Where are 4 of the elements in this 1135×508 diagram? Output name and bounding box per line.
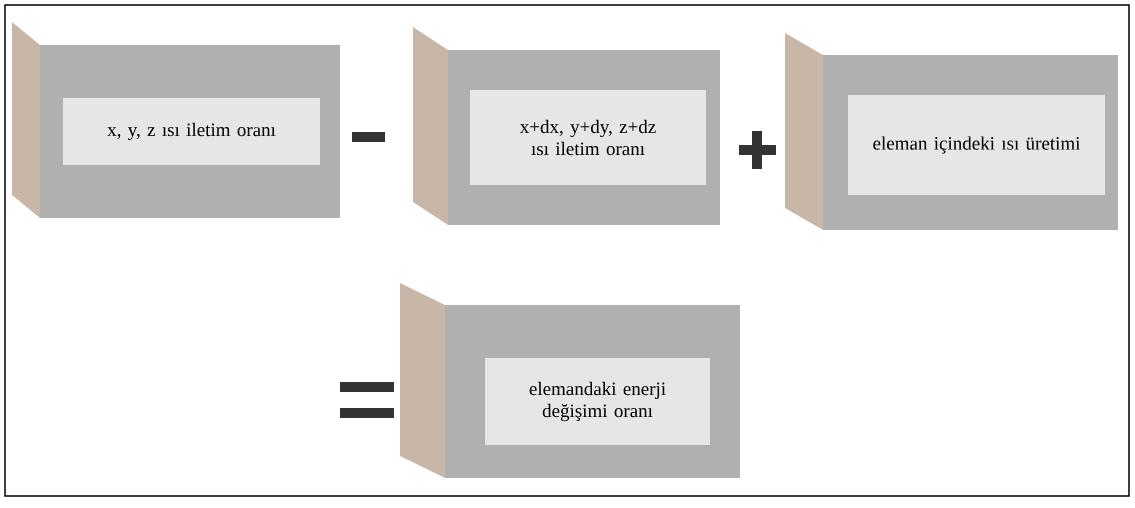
box-drawing: elemandaki enerji değişimi oranı	[400, 283, 740, 478]
box-drawing: x, y, z ısı iletim oranı	[12, 22, 340, 218]
box-drawing: eleman içindeki ısı üretimi	[785, 33, 1118, 230]
box-drawing: x+dx, y+dy, z+dz ısı iletim oranı	[413, 27, 720, 225]
